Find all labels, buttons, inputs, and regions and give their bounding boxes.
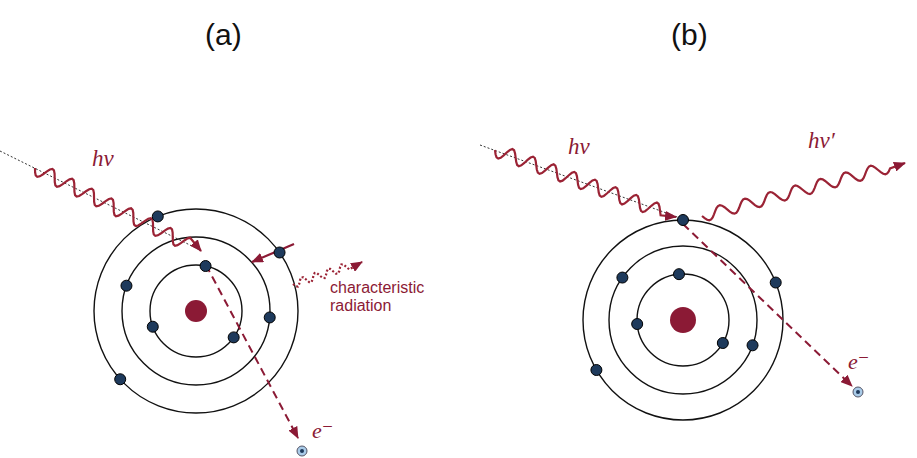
nucleus bbox=[670, 307, 696, 333]
bound-electron bbox=[147, 321, 158, 332]
bound-electron bbox=[770, 277, 781, 288]
outer-shell bbox=[583, 220, 783, 420]
bound-electron bbox=[617, 272, 628, 283]
electron-label: e⁻ bbox=[312, 419, 333, 443]
bound-electron bbox=[228, 332, 239, 343]
bound-electron bbox=[632, 319, 643, 330]
free-electron bbox=[853, 387, 863, 397]
inner-shell bbox=[637, 274, 729, 366]
bound-electron bbox=[717, 338, 728, 349]
free-electron bbox=[297, 446, 307, 456]
bound-electron bbox=[200, 261, 211, 272]
photon-label: hν bbox=[92, 146, 114, 171]
transition-arrow bbox=[252, 244, 294, 262]
bound-electron bbox=[673, 269, 684, 280]
photon-wave bbox=[495, 149, 676, 217]
bound-electrons bbox=[115, 211, 782, 385]
middle-shell bbox=[122, 237, 270, 385]
nucleus bbox=[185, 300, 207, 322]
bound-electron bbox=[747, 340, 758, 351]
electron-track bbox=[206, 265, 298, 438]
atom-b bbox=[583, 220, 783, 420]
bound-electron bbox=[274, 247, 285, 258]
photon-label: hν′ bbox=[808, 128, 835, 153]
electron-label: e⁻ bbox=[848, 350, 869, 374]
panel-label: (a) bbox=[205, 18, 242, 51]
photon-label: hν bbox=[568, 134, 590, 159]
panel-label: (b) bbox=[671, 18, 708, 51]
free-electron bbox=[853, 387, 863, 397]
bound-electron bbox=[591, 365, 602, 376]
bound-electron bbox=[121, 280, 132, 291]
bound-electron bbox=[264, 312, 275, 323]
bound-electron bbox=[678, 215, 689, 226]
photon-waves bbox=[35, 149, 905, 286]
bound-electron bbox=[152, 211, 163, 222]
radiation-label: characteristic radiation bbox=[330, 279, 442, 314]
inner-shell bbox=[150, 265, 242, 357]
photon-wave bbox=[35, 168, 201, 251]
middle-shell bbox=[609, 246, 757, 394]
free-electron bbox=[297, 446, 307, 456]
bound-electron bbox=[115, 374, 126, 385]
electron-track bbox=[683, 224, 852, 386]
photon-wave bbox=[702, 163, 905, 220]
free-electron-core bbox=[856, 390, 860, 394]
free-electron-core bbox=[300, 449, 304, 453]
